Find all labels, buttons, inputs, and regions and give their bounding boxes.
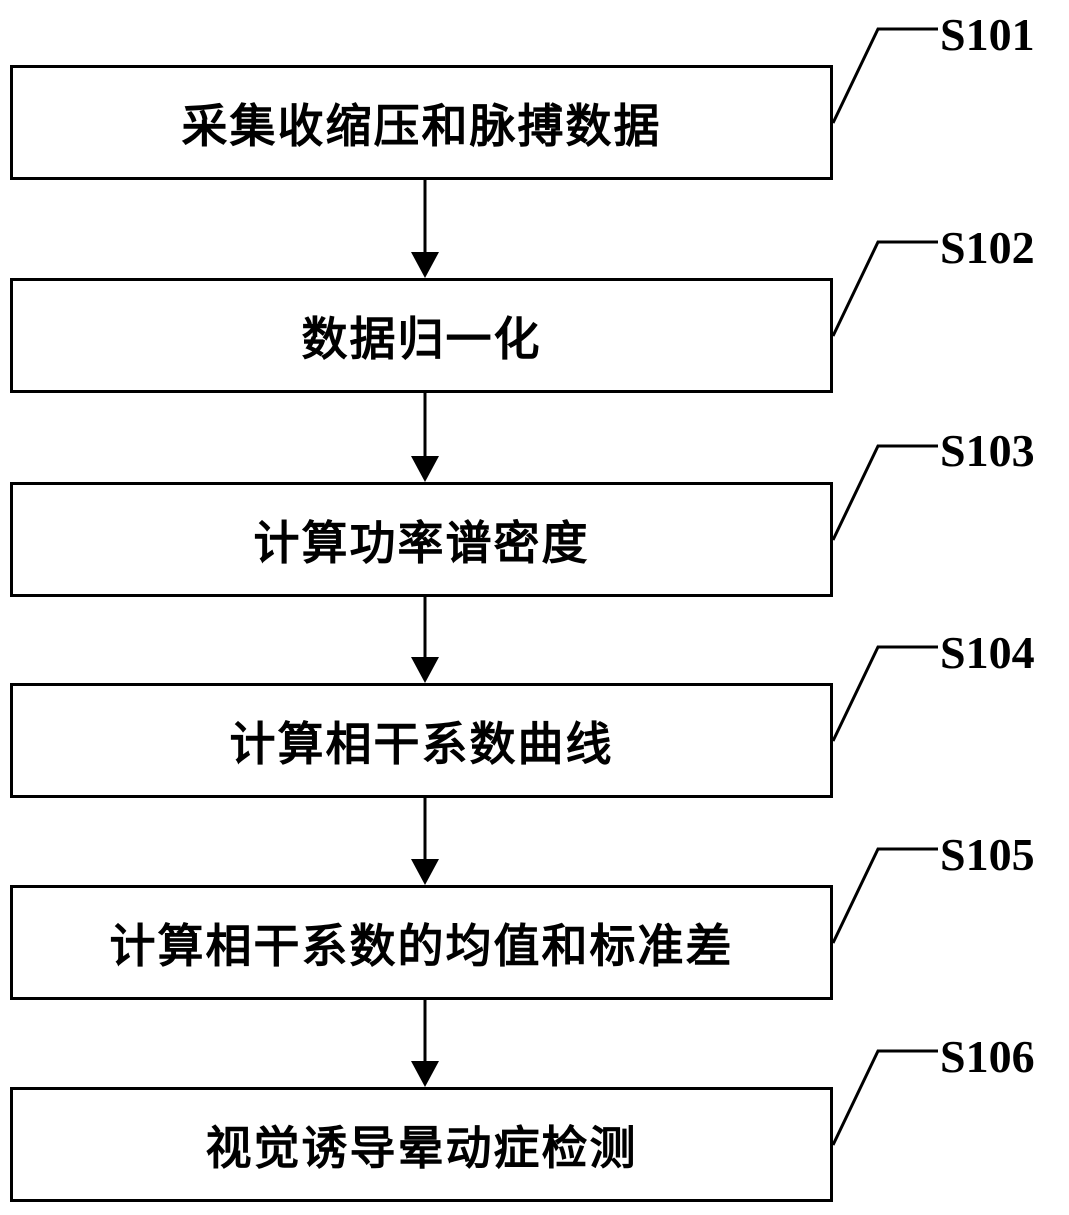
step-label-s105: 计算相干系数的均值和标准差 [110,910,734,976]
step-leader-line-6 [833,1051,938,1145]
step-leader-line-1 [833,29,938,123]
flow-arrow-head-4 [411,859,439,885]
step-leader-line-5 [833,849,938,943]
step-label-s106: 视觉诱导晕动症检测 [206,1112,638,1178]
step-id-s105: S105 [940,832,1035,878]
step-id-s103: S103 [940,428,1035,474]
flow-arrow-head-1 [411,252,439,278]
flow-arrow-head-5 [411,1061,439,1087]
step-box-s104: 计算相干系数曲线 [10,683,833,798]
step-label-s103: 计算功率谱密度 [254,507,590,573]
flow-arrow-head-2 [411,456,439,482]
step-box-s106: 视觉诱导晕动症检测 [10,1087,833,1202]
step-box-s102: 数据归一化 [10,278,833,393]
step-id-s101: S101 [940,12,1035,58]
step-box-s101: 采集收缩压和脉搏数据 [10,65,833,180]
step-id-s102: S102 [940,225,1035,271]
step-box-s103: 计算功率谱密度 [10,482,833,597]
step-id-s104: S104 [940,630,1035,676]
step-box-s105: 计算相干系数的均值和标准差 [10,885,833,1000]
step-label-s104: 计算相干系数曲线 [230,708,614,774]
step-label-s102: 数据归一化 [302,303,542,369]
step-label-s101: 采集收缩压和脉搏数据 [182,90,662,156]
flow-arrow-head-3 [411,657,439,683]
step-leader-line-3 [833,446,938,540]
step-id-s106: S106 [940,1034,1035,1080]
step-leader-line-2 [833,242,938,336]
step-leader-line-4 [833,647,938,741]
